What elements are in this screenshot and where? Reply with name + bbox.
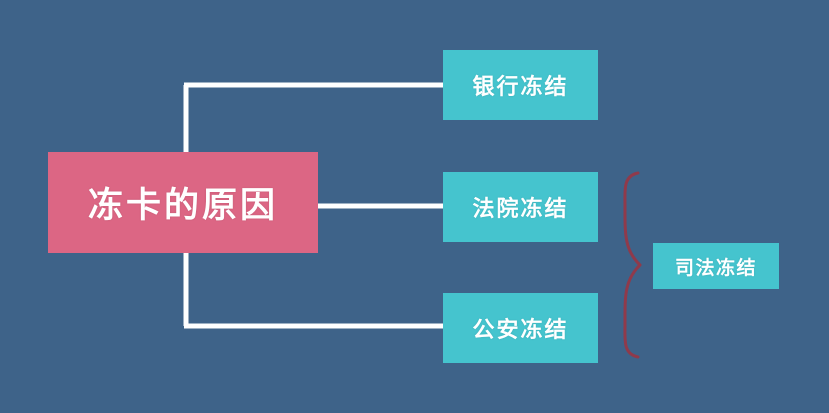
group-node-judicial[interactable]: 司法冻结 [653,243,779,289]
group-node-judicial-label: 司法冻结 [674,256,757,279]
group-brace [623,171,642,359]
root-node-label: 冻卡的原因 [87,186,278,226]
branch-node-court-label: 法院冻结 [472,197,569,222]
branch-node-court[interactable]: 法院冻结 [443,172,598,242]
root-node[interactable]: 冻卡的原因 [48,152,318,253]
branch-node-bank-label: 银行冻结 [472,75,569,100]
branch-node-bank[interactable]: 银行冻结 [443,50,598,120]
branch-node-police-label: 公安冻结 [472,318,569,343]
branch-node-police[interactable]: 公安冻结 [443,293,598,363]
